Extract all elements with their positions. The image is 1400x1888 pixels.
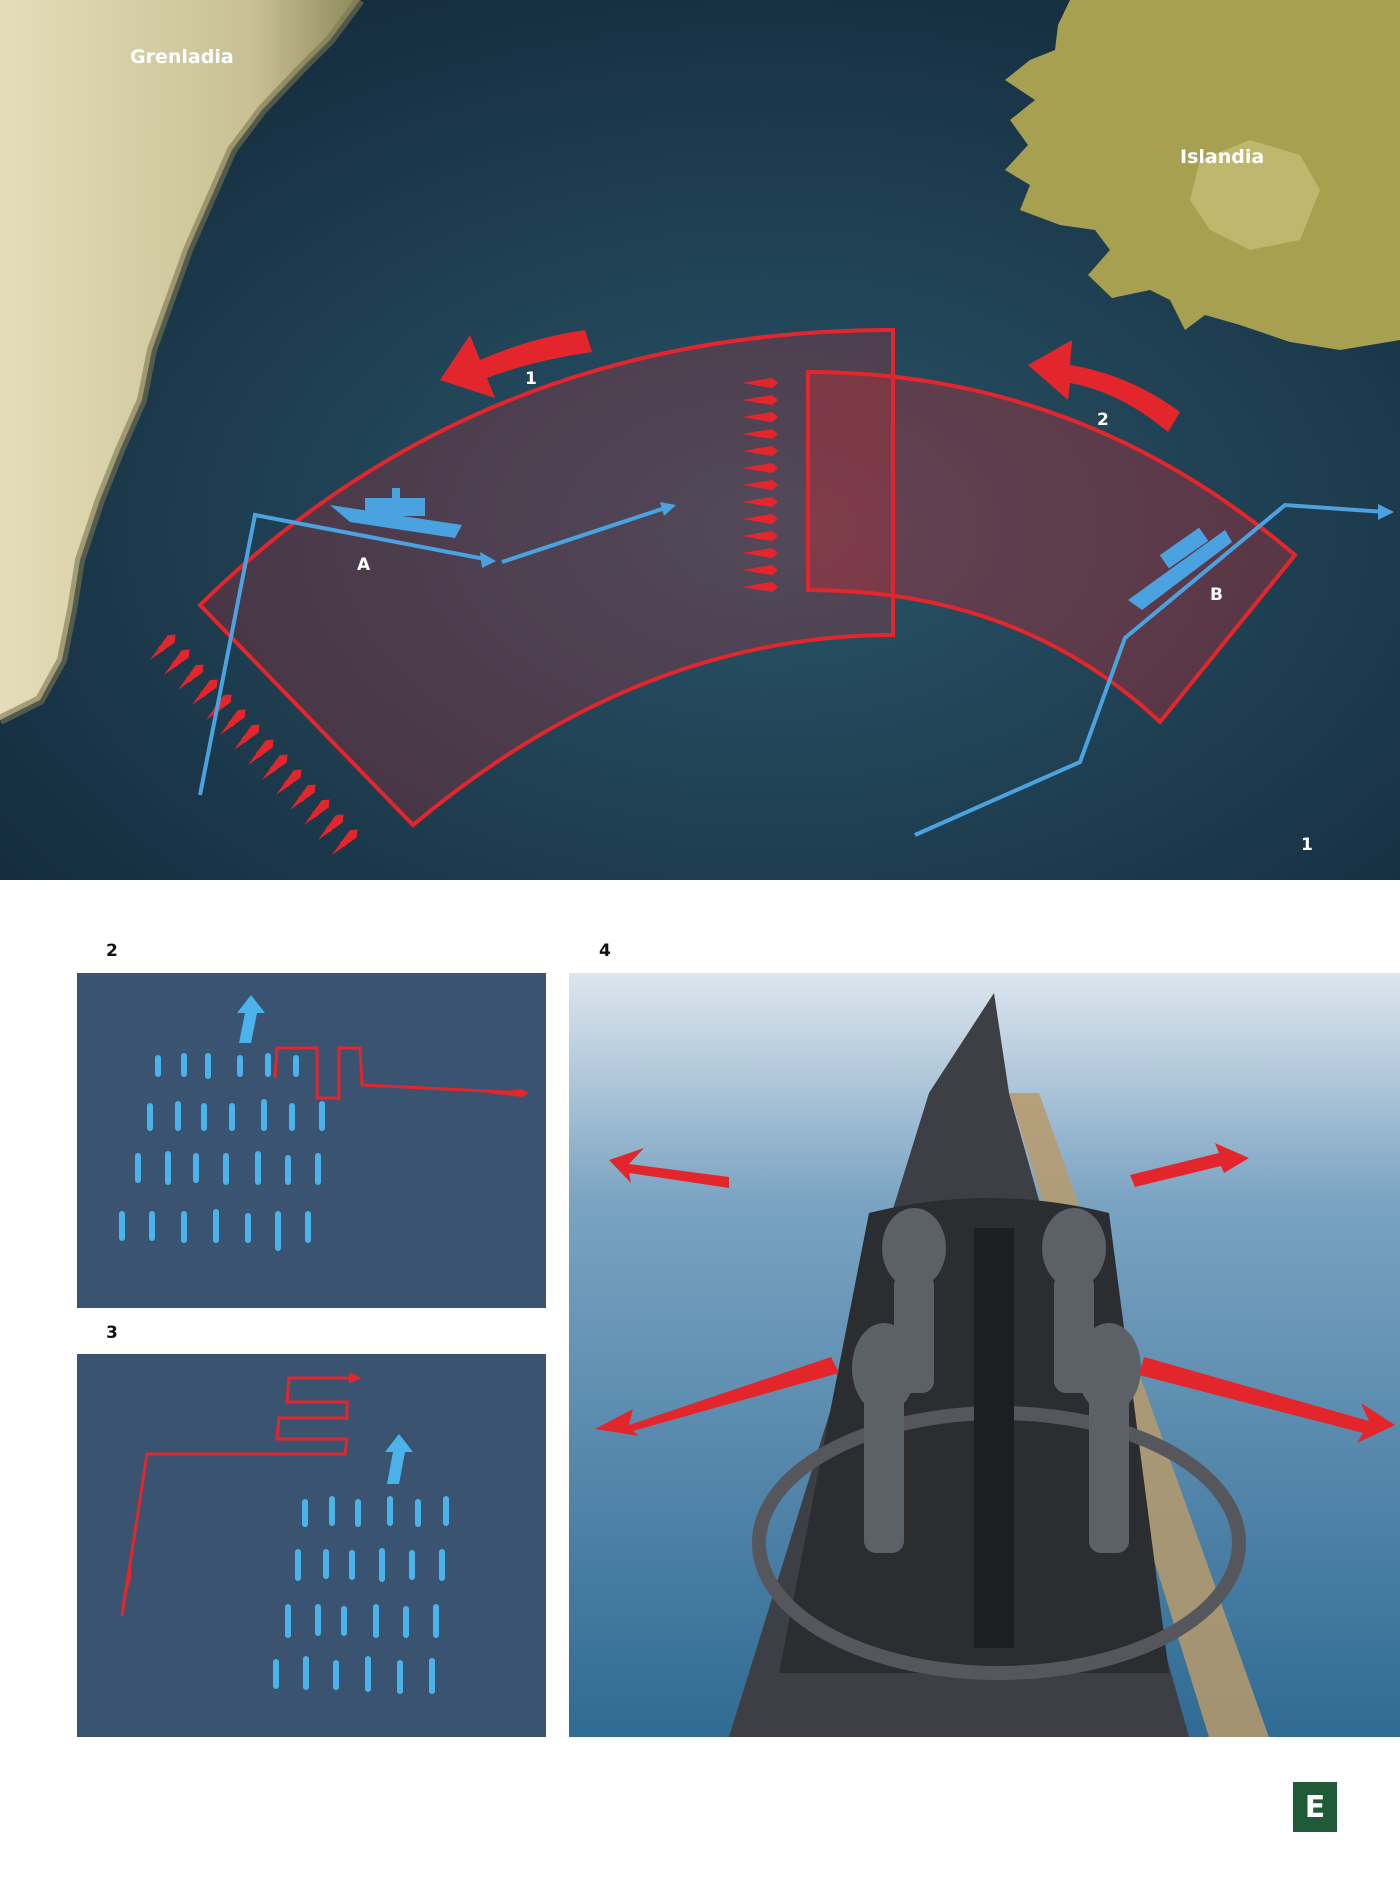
patrol-zone-2 xyxy=(806,369,1298,725)
zone-arrow-2-label: 2 xyxy=(1097,410,1109,430)
map-panel: Grenladia Islandia 1 2 xyxy=(0,0,1400,880)
iceland-label: Islandia xyxy=(1180,146,1264,168)
panel-4 xyxy=(569,973,1400,1737)
greenland-landmass xyxy=(0,0,360,720)
submarine-track xyxy=(273,1046,528,1100)
ship-b-label: B xyxy=(1210,585,1223,605)
submarine-track xyxy=(120,1376,352,1617)
lookout-arrow-front-right xyxy=(1130,1143,1249,1187)
ship-a xyxy=(330,488,462,538)
panel-3-illustration xyxy=(77,1354,546,1737)
lookout-arrow-rear-left xyxy=(595,1357,839,1436)
ship-a-label: A xyxy=(357,555,371,575)
lookout-arrow-front-left xyxy=(609,1148,729,1188)
submarine-icon xyxy=(121,1566,131,1612)
panel-2-illustration xyxy=(77,973,546,1308)
map-panel-number: 1 xyxy=(1301,835,1313,855)
panel-3 xyxy=(77,1354,546,1737)
section-badge: E xyxy=(1293,1782,1337,1832)
convoy-heading-arrow xyxy=(385,1434,413,1484)
greenland-label: Grenladia xyxy=(130,46,234,68)
convoy-formation xyxy=(119,1053,325,1251)
lookout-arrow-rear-right xyxy=(1139,1357,1395,1443)
panel-3-number: 3 xyxy=(106,1323,118,1343)
panel-2-number: 2 xyxy=(106,941,118,961)
zone-arrow-2: 2 xyxy=(1028,340,1180,432)
submarine-icon xyxy=(487,1089,529,1097)
iceland-highlands xyxy=(1190,140,1320,250)
zone-arrow-1-label: 1 xyxy=(525,369,537,389)
submarine-track-arrowhead xyxy=(349,1372,361,1384)
greenland-coast xyxy=(0,0,364,725)
panel-2 xyxy=(77,973,546,1308)
map-illustration: Grenladia Islandia 1 2 xyxy=(0,0,1400,880)
convoy-formation xyxy=(273,1496,449,1694)
panel-4-number: 4 xyxy=(599,941,611,961)
zone-arrow-1: 1 xyxy=(440,330,592,398)
convoy-route-b xyxy=(914,502,1394,837)
patrol-zone-1 xyxy=(197,327,895,828)
ship-b xyxy=(1128,527,1232,610)
lookout-crew xyxy=(852,1208,1141,1553)
uboat-conning-tower-illustration xyxy=(569,973,1400,1737)
convoy-heading-arrow xyxy=(237,995,265,1043)
convoy-route-a xyxy=(198,502,676,796)
